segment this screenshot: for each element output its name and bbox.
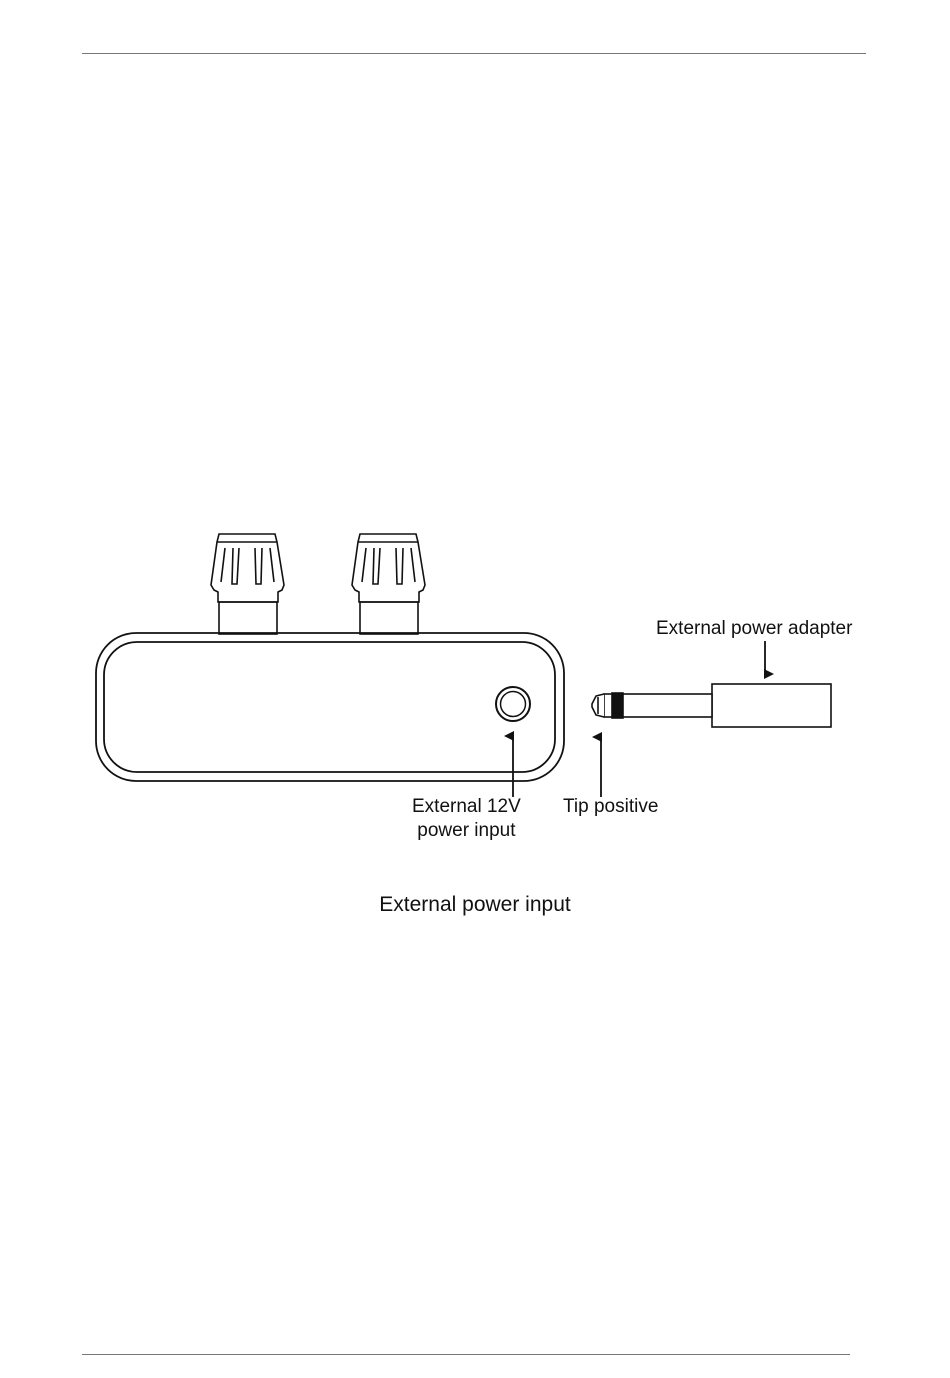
bottom-rule bbox=[82, 1354, 850, 1355]
adapter-plug-icon bbox=[592, 684, 831, 727]
figure-caption: External power input bbox=[0, 892, 950, 918]
right-knob bbox=[352, 534, 425, 634]
power-input-label-line1: External 12V bbox=[412, 795, 521, 819]
power-input-label-line2: power input bbox=[412, 819, 521, 843]
power-input-label: External 12V power input bbox=[412, 795, 521, 843]
left-knob bbox=[211, 534, 284, 634]
device-body bbox=[96, 633, 564, 781]
tip-positive-label: Tip positive bbox=[563, 795, 658, 819]
power-jack-icon bbox=[496, 687, 530, 721]
adapter-label: External power adapter bbox=[656, 617, 852, 641]
